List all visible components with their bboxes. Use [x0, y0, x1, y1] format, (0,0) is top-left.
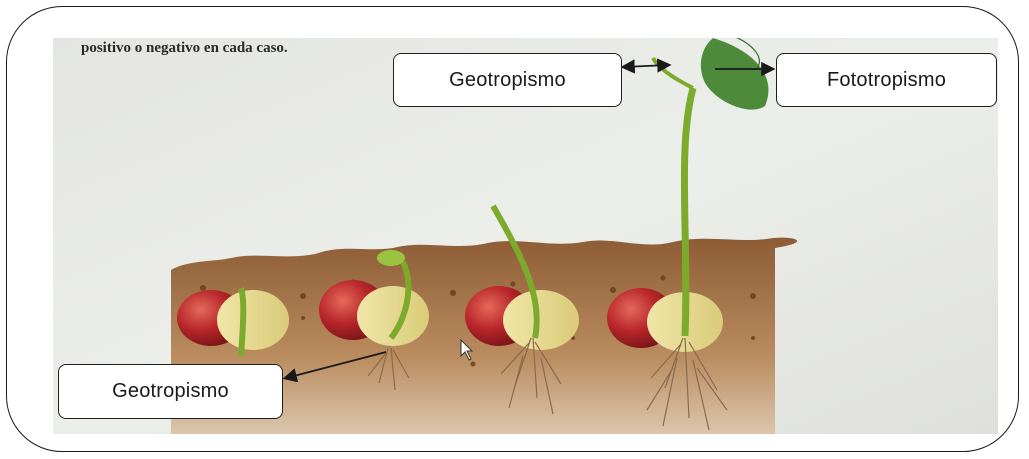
label-geotropismo-bottom: Geotropismo: [58, 364, 283, 419]
label-fototropismo: Fototropismo: [776, 53, 997, 107]
label-geotropismo-top: Geotropismo: [393, 53, 622, 107]
header-text-fragment: positivo o negativo en cada caso.: [81, 40, 288, 56]
